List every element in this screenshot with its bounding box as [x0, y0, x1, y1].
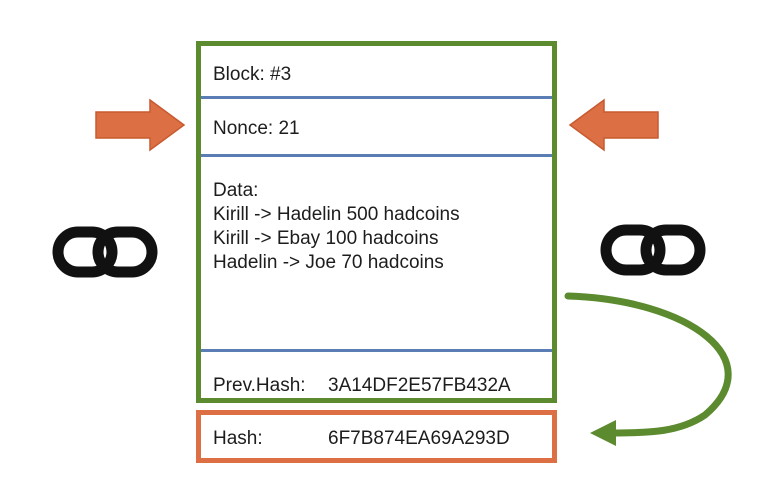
hash-box: Hash: 6F7B874EA69A293D: [196, 410, 557, 463]
transaction-item: Kirill -> Hadelin 500 hadcoins: [213, 204, 460, 225]
curved-arrow-icon: [564, 292, 732, 446]
prev-hash-value: 3A14DF2E57FB432A: [328, 375, 511, 396]
transaction-item: Hadelin -> Joe 70 hadcoins: [213, 252, 444, 273]
nonce-field: Nonce: 21: [213, 118, 300, 139]
block-box: Block: #3 Nonce: 21 Data: Kirill -> Hade…: [196, 41, 557, 403]
chain-link-icon: [52, 226, 158, 278]
block-number: Block: #3: [213, 64, 292, 85]
hash-value: 6F7B874EA69A293D: [328, 428, 510, 449]
chain-link-icon: [600, 224, 706, 276]
divider: [201, 96, 552, 99]
divider: [201, 349, 552, 352]
prev-hash-label: Prev.Hash:: [213, 375, 306, 396]
transaction-list: Kirill -> Hadelin 500 hadcoins Kirill ->…: [213, 203, 460, 275]
data-label: Data:: [213, 180, 259, 201]
arrow-right-icon: [95, 98, 186, 152]
arrow-left-icon: [568, 98, 659, 152]
hash-label: Hash:: [213, 428, 263, 449]
divider: [201, 154, 552, 157]
transaction-item: Kirill -> Ebay 100 hadcoins: [213, 228, 439, 249]
